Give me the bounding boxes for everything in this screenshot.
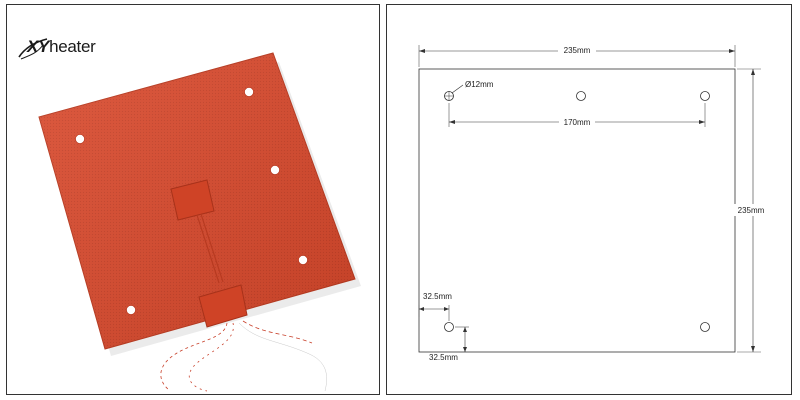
technical-drawing: 235mm 235mm Ø12mm — [418, 44, 771, 362]
offset-y-dimension: 32.5mm — [429, 327, 467, 362]
power-cables — [159, 320, 328, 392]
width-dimension: 235mm — [419, 44, 735, 56]
dimension-drawing-panel: 235mm 235mm Ø12mm — [386, 4, 792, 395]
cable-exit-patch — [198, 284, 248, 328]
hole-bottom-right — [700, 322, 710, 332]
product-photo-panel: XYheater — [6, 4, 380, 395]
hole-diameter-callout: Ø12mm — [451, 80, 494, 94]
height-label: 235mm — [738, 206, 765, 215]
mounting-holes — [75, 87, 308, 315]
hole-diameter-label: Ø12mm — [465, 80, 494, 89]
offset-x-label: 32.5mm — [423, 292, 452, 301]
hole-spacing-label: 170mm — [564, 118, 591, 127]
offset-y-label: 32.5mm — [429, 353, 458, 362]
logo-swoosh-icon — [18, 38, 48, 60]
width-label: 235mm — [564, 46, 591, 55]
hole-top-right — [700, 91, 710, 101]
hole-spacing-dimension: 170mm — [449, 116, 705, 128]
thermistor-patch — [170, 179, 215, 221]
hole-bottom-left — [444, 322, 454, 332]
heater-pad-photo — [38, 52, 361, 392]
height-dimension: 235mm — [731, 69, 771, 352]
hole-top-center — [576, 91, 586, 101]
offset-x-dimension: 32.5mm — [419, 292, 452, 311]
brand-logo: XYheater — [17, 35, 97, 61]
plate-outline — [418, 68, 736, 353]
brand-logo-text: XYheater — [27, 37, 96, 56]
